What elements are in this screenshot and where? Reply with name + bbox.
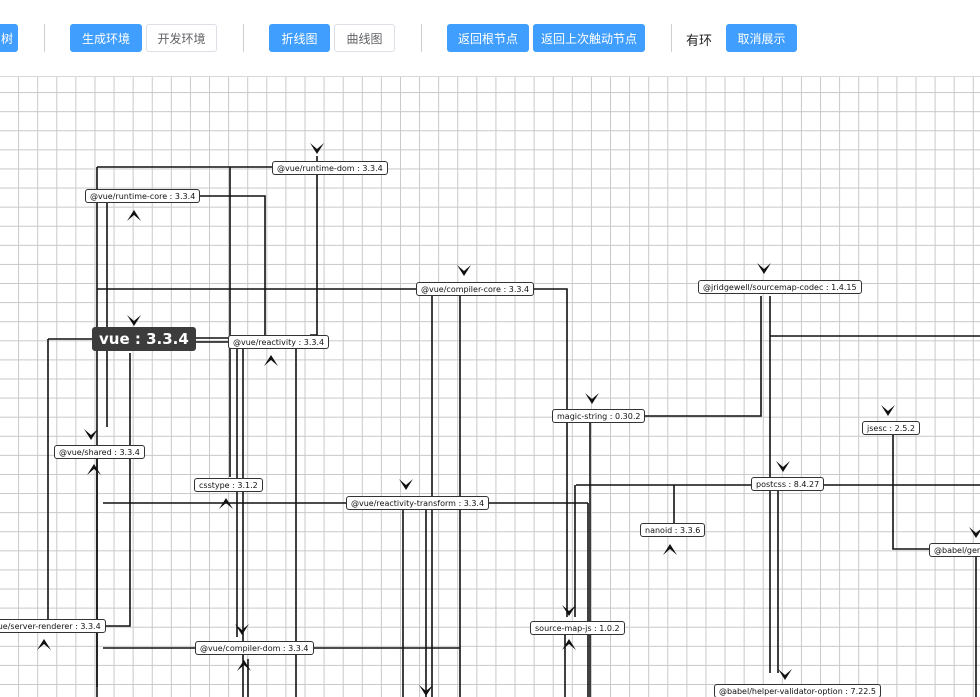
node-reactivity[interactable]: @vue/reactivity : 3.3.4 xyxy=(228,335,330,349)
node-sourcemap-codec[interactable]: @jridgewell/sourcemap-codec : 1.4.15 xyxy=(698,280,862,294)
node-server-renderer[interactable]: @vue/server-renderer : 3.3.4 xyxy=(0,619,106,633)
node-postcss[interactable]: postcss : 8.4.27 xyxy=(751,477,825,491)
node-csstype[interactable]: csstype : 3.1.2 xyxy=(194,478,263,492)
node-nanoid[interactable]: nanoid : 3.3.6 xyxy=(640,523,706,537)
arrow-up-icon xyxy=(87,464,101,475)
arrow-down-icon xyxy=(84,429,98,440)
node-babel-generator[interactable]: @babel/generator : 7.22.9 xyxy=(929,543,980,557)
arrow-down-icon xyxy=(457,265,471,276)
toolbar-divider xyxy=(671,24,672,52)
partial-tree-button[interactable]: 树 xyxy=(0,24,18,52)
arrow-up-icon xyxy=(264,355,278,366)
arrow-down-icon xyxy=(585,393,599,404)
node-compiler-dom[interactable]: @vue/compiler-dom : 3.3.4 xyxy=(195,641,314,655)
node-jsesc[interactable]: jsesc : 2.5.2 xyxy=(862,421,921,435)
node-vue-root[interactable]: vue : 3.3.4 xyxy=(92,327,196,351)
edge xyxy=(180,195,266,335)
curve-chart-button[interactable]: 曲线图 xyxy=(334,24,395,52)
node-magic-string[interactable]: magic-string : 0.30.2 xyxy=(552,409,646,423)
graph-canvas[interactable]: vue : 3.3.4 @vue/runtime-dom : 3.3.4 @vu… xyxy=(0,77,980,697)
arrow-down-icon xyxy=(310,143,324,154)
arrow-down-icon xyxy=(562,605,576,616)
node-runtime-dom[interactable]: @vue/runtime-dom : 3.3.4 xyxy=(272,161,388,175)
line-chart-button[interactable]: 折线图 xyxy=(269,24,330,52)
arrow-down-icon xyxy=(881,405,895,416)
cancel-display-button[interactable]: 取消展示 xyxy=(726,24,797,52)
node-validator-option[interactable]: @babel/helper-validator-option : 7.22.5 xyxy=(714,684,881,697)
toolbar: 树 生成环境 开发环境 折线图 曲线图 返回根节点 返回上次触动节点 有环 取消… xyxy=(0,0,980,77)
production-env-button[interactable]: 生成环境 xyxy=(70,24,142,52)
toolbar-divider xyxy=(421,24,422,52)
arrow-up-icon xyxy=(37,639,51,650)
arrow-down-icon xyxy=(776,461,790,472)
node-shared[interactable]: @vue/shared : 3.3.4 xyxy=(54,445,145,459)
arrow-up-icon xyxy=(237,660,251,671)
dependency-edges xyxy=(37,143,980,697)
arrow-down-icon xyxy=(757,263,771,274)
node-reactivity-transform[interactable]: @vue/reactivity-transform : 3.3.4 xyxy=(346,496,490,510)
node-compiler-core[interactable]: @vue/compiler-core : 3.3.4 xyxy=(416,282,535,296)
node-runtime-core[interactable]: @vue/runtime-core : 3.3.4 xyxy=(85,189,201,203)
arrow-down-icon xyxy=(778,669,792,680)
arrow-up-icon xyxy=(663,544,677,555)
arrow-down-icon xyxy=(969,527,980,538)
toolbar-divider xyxy=(243,24,244,52)
development-env-button[interactable]: 开发环境 xyxy=(146,24,217,52)
edge xyxy=(97,353,131,627)
edge xyxy=(635,296,762,417)
back-to-root-button[interactable]: 返回根节点 xyxy=(447,24,529,52)
arrow-up-icon xyxy=(562,639,576,650)
back-to-last-node-button[interactable]: 返回上次触动节点 xyxy=(533,24,645,52)
cycle-status: 有环 xyxy=(686,34,713,49)
edge xyxy=(892,435,930,550)
arrow-down-icon xyxy=(127,315,141,326)
arrow-up-icon xyxy=(127,210,141,221)
edge xyxy=(512,288,568,617)
node-source-map-js[interactable]: source-map-js : 1.0.2 xyxy=(530,621,625,635)
toolbar-divider xyxy=(44,24,45,52)
arrow-down-icon xyxy=(399,479,413,490)
edge xyxy=(310,156,318,336)
